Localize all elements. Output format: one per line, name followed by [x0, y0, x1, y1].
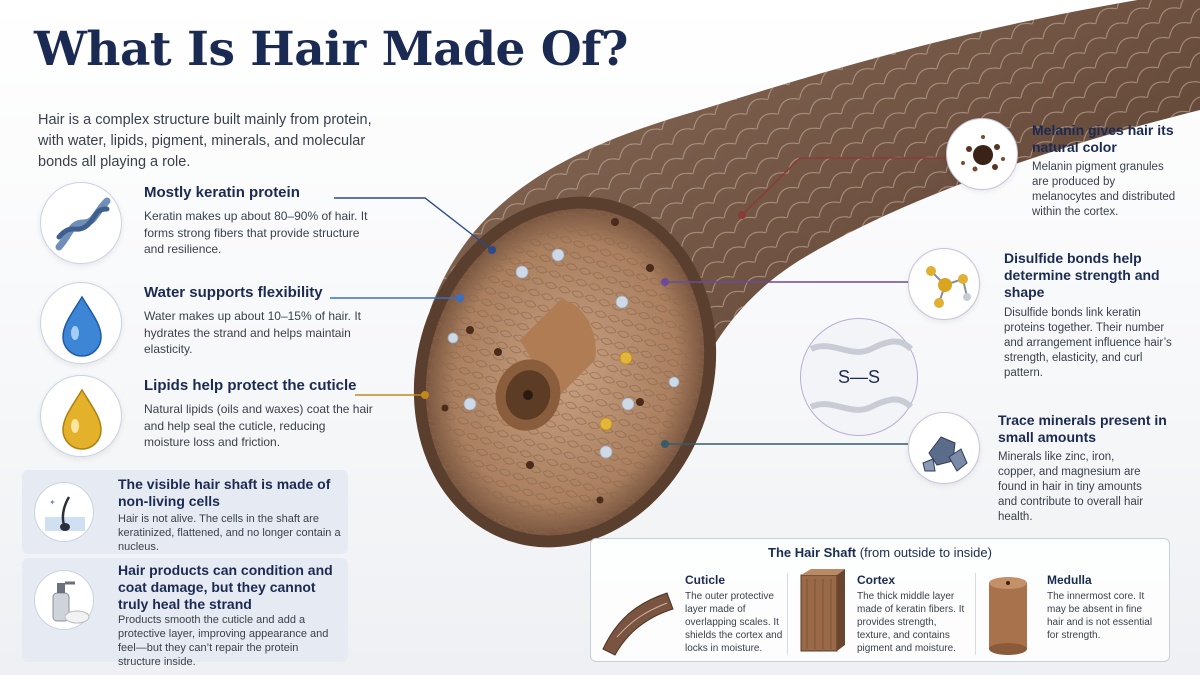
shaft-subtitle: (from outside to inside) [859, 545, 992, 560]
shaft-heading: The Hair Shaft (from outside to inside) [591, 545, 1169, 560]
water-drop-icon [40, 282, 122, 364]
item-desc: Natural lipids (oils and waxes) coat the… [144, 402, 373, 449]
item-melanin: Melanin gives hair its natural color Mel… [908, 118, 1200, 228]
oil-drop-icon [40, 375, 122, 457]
melanin-granules-icon [946, 118, 1018, 190]
connector-melanin [741, 157, 946, 216]
item-title: Mostly keratin protein [144, 184, 300, 201]
item-keratin: Mostly keratin protein Keratin makes up … [40, 182, 400, 272]
card-desc: Products smooth the cuticle and add a pr… [118, 614, 329, 668]
layer-desc: The innermost core. It may be absent in … [1047, 591, 1153, 641]
divider [975, 573, 976, 655]
item-title: Water supports flexibility [144, 284, 323, 301]
hair-shaft-panel: The Hair Shaft (from outside to inside) … [590, 538, 1170, 662]
svg-text:✦: ✦ [49, 498, 56, 507]
keratin-helix-icon [40, 182, 122, 264]
cuticle-icon [602, 592, 674, 656]
item-water: Water supports flexibility Water makes u… [40, 282, 400, 372]
item-title: Disulfide bonds help determine strength … [1004, 250, 1160, 300]
layer-desc: The outer protective layer made of overl… [685, 591, 783, 654]
medulla-icon [989, 577, 1027, 655]
water-droplets [447, 248, 680, 459]
layer-title: Cuticle [685, 573, 726, 587]
page-title: What Is Hair Made Of? [34, 22, 628, 77]
layer-desc: The thick middle layer made of keratin f… [857, 591, 965, 654]
layer-medulla: Medulla The innermost core. It may be ab… [985, 569, 1165, 659]
item-minerals: Trace minerals present in small amounts … [908, 410, 1200, 530]
cortex-icon [800, 569, 845, 652]
item-desc: Melanin pigment granules are produced by… [1032, 161, 1176, 218]
connector-keratin [334, 197, 493, 251]
medulla-core [520, 300, 596, 400]
item-title: Lipids help protect the cuticle [144, 377, 357, 394]
layer-title: Medulla [1047, 573, 1092, 587]
layer-cortex: Cortex The thick middle layer made of ke… [795, 569, 975, 659]
layer-cuticle: Cuticle The outer protective layer made … [597, 569, 787, 659]
mineral-crystal-icon [908, 412, 980, 484]
follicle-icon: ✦ [34, 482, 94, 542]
card-title: The visible hair shaft is made of non-li… [118, 476, 331, 509]
item-desc: Water makes up about 10–15% of hair. It … [144, 309, 362, 356]
bond-label: S—S [837, 367, 880, 387]
item-disulfide: Disulfide bonds help determine strength … [908, 248, 1200, 388]
card-non-living-cells: ✦ The visible hair shaft is made of non-… [22, 470, 348, 554]
card-title: Hair products can condition and coat dam… [118, 562, 333, 612]
layer-title: Cortex [857, 573, 896, 587]
melanin-granules [441, 218, 654, 504]
item-desc: Keratin makes up about 80–90% of hair. I… [144, 209, 368, 256]
item-title: Trace minerals present in small amounts [998, 412, 1167, 445]
lipid-droplets [599, 351, 633, 431]
card-products: Hair products can condition and coat dam… [22, 558, 348, 668]
item-title: Melanin gives hair its natural color [1032, 122, 1174, 155]
product-bottle-icon [34, 570, 94, 630]
item-desc: Minerals like zinc, iron, copper, and ma… [998, 451, 1144, 523]
divider [787, 573, 788, 655]
card-desc: Hair is not alive. The cells in the shaf… [118, 513, 341, 553]
shaft-title: The Hair Shaft [768, 545, 857, 560]
intro-text: Hair is a complex structure built mainly… [38, 112, 372, 170]
item-desc: Disulfide bonds link keratin proteins to… [1004, 307, 1172, 379]
molecule-icon [908, 248, 980, 320]
disulfide-bond-icon: S—S [800, 318, 918, 436]
item-lipids: Lipids help protect the cuticle Natural … [40, 375, 400, 465]
